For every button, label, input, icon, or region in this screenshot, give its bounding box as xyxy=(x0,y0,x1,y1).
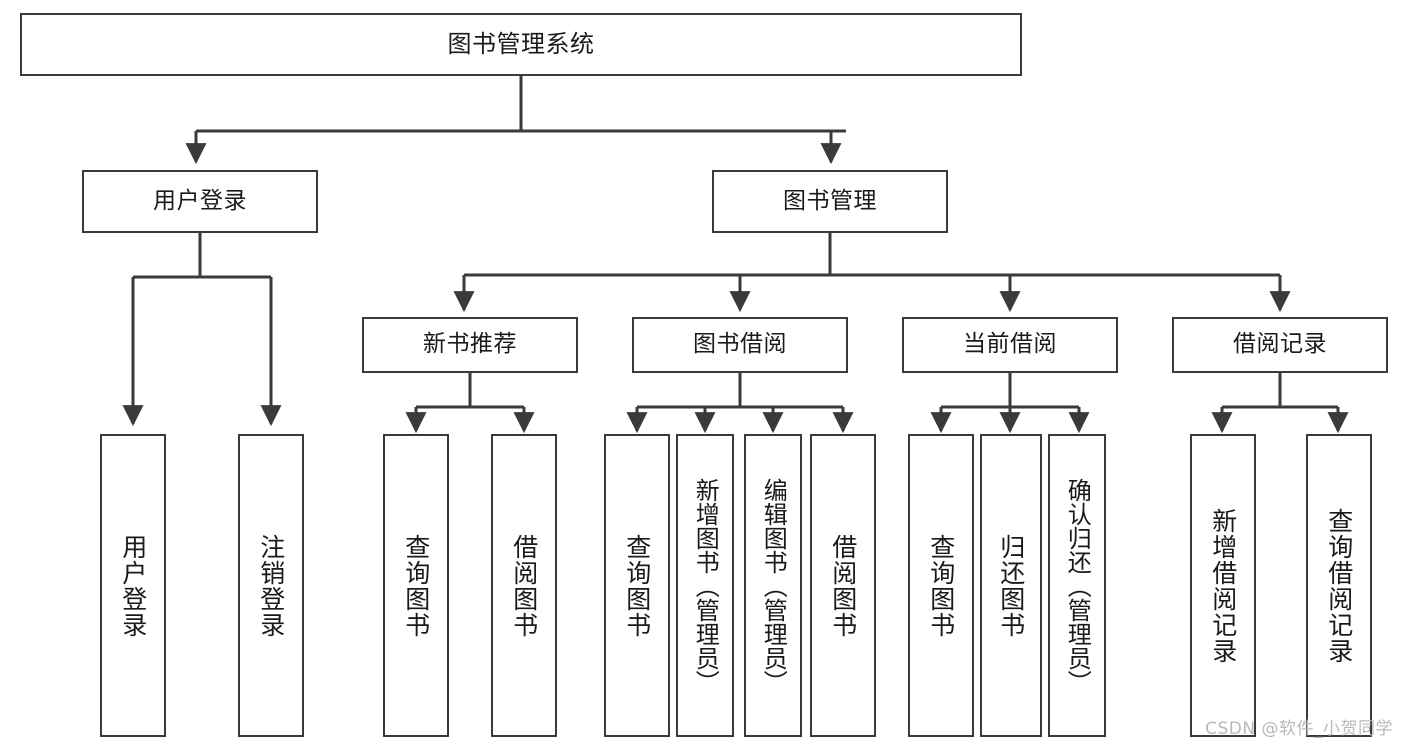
node-label: 新增借阅记录 xyxy=(1208,507,1238,664)
node-label: 确认归还（管理员） xyxy=(1063,477,1092,694)
node-label: 借阅图书 xyxy=(828,533,858,638)
leaf-borrow-book-newbook[interactable]: 借阅图书 xyxy=(491,434,557,737)
leaf-confirm-return-admin[interactable]: 确认归还（管理员） xyxy=(1048,434,1106,737)
leaf-borrow-book[interactable]: 借阅图书 xyxy=(810,434,876,737)
leaf-query-borrow-record[interactable]: 查询借阅记录 xyxy=(1306,434,1372,737)
node-user-login[interactable]: 用户登录 xyxy=(82,170,318,233)
node-label: 用户登录 xyxy=(153,187,247,214)
node-label: 图书管理系统 xyxy=(447,30,595,59)
node-label: 图书借阅 xyxy=(693,331,787,358)
leaf-add-borrow-record[interactable]: 新增借阅记录 xyxy=(1190,434,1256,737)
leaf-query-book-newbook[interactable]: 查询图书 xyxy=(383,434,449,737)
node-label: 查询图书 xyxy=(926,533,956,638)
watermark: CSDN @软件_小贺同学 xyxy=(1205,719,1393,739)
leaf-user-login[interactable]: 用户登录 xyxy=(100,434,166,737)
leaf-logout-login[interactable]: 注销登录 xyxy=(238,434,304,737)
node-root-system[interactable]: 图书管理系统 xyxy=(20,13,1022,76)
leaf-return-book[interactable]: 归还图书 xyxy=(980,434,1042,737)
node-label: 编辑图书（管理员） xyxy=(759,477,788,694)
node-label: 用户登录 xyxy=(118,533,148,638)
node-label: 注销登录 xyxy=(256,533,286,638)
leaf-add-book-admin[interactable]: 新增图书（管理员） xyxy=(676,434,734,737)
node-borrow-record[interactable]: 借阅记录 xyxy=(1172,317,1388,373)
node-current-borrow[interactable]: 当前借阅 xyxy=(902,317,1118,373)
node-label: 借阅记录 xyxy=(1233,331,1327,358)
node-label: 查询图书 xyxy=(401,533,431,638)
node-book-borrow[interactable]: 图书借阅 xyxy=(632,317,848,373)
node-label: 当前借阅 xyxy=(963,331,1057,358)
node-label: 归还图书 xyxy=(996,533,1026,638)
leaf-query-book-borrow[interactable]: 查询图书 xyxy=(604,434,670,737)
node-new-book-recommend[interactable]: 新书推荐 xyxy=(362,317,578,373)
leaf-edit-book-admin[interactable]: 编辑图书（管理员） xyxy=(744,434,802,737)
node-label: 图书管理 xyxy=(783,187,877,214)
leaf-query-book-current[interactable]: 查询图书 xyxy=(908,434,974,737)
node-label: 查询图书 xyxy=(622,533,652,638)
node-label: 新增图书（管理员） xyxy=(691,477,720,694)
node-label: 新书推荐 xyxy=(423,331,517,358)
node-label: 借阅图书 xyxy=(509,533,539,638)
node-label: 查询借阅记录 xyxy=(1324,507,1354,664)
node-book-management[interactable]: 图书管理 xyxy=(712,170,948,233)
